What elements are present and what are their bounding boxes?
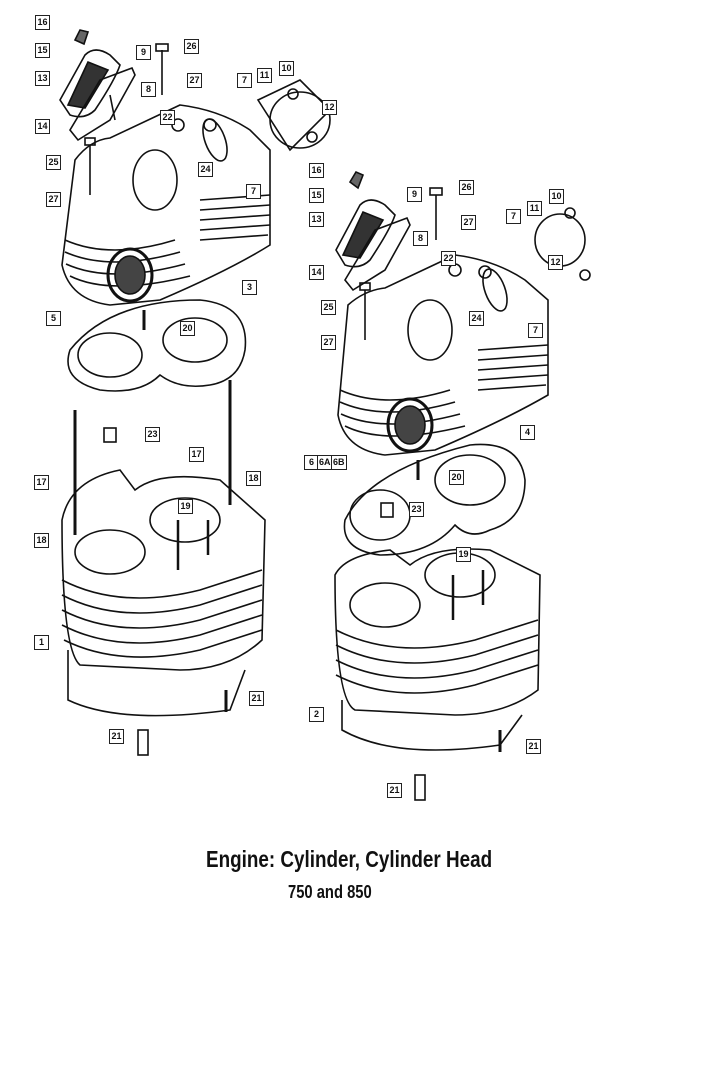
part-label: 26 bbox=[184, 39, 199, 54]
part-label: 8 bbox=[413, 231, 428, 246]
part-label: 20 bbox=[449, 470, 464, 485]
right-rocker-cover bbox=[335, 170, 443, 292]
part-label: 16 bbox=[35, 15, 50, 30]
part-label: 6B bbox=[331, 455, 347, 470]
part-label: 27 bbox=[187, 73, 202, 88]
part-label: 10 bbox=[279, 61, 294, 76]
left-rocker-cover bbox=[59, 29, 169, 142]
part-label: 11 bbox=[527, 201, 542, 216]
right-cylinder-head bbox=[337, 207, 591, 456]
part-label: 20 bbox=[180, 321, 195, 336]
part-label: 9 bbox=[407, 187, 422, 202]
part-label: 16 bbox=[309, 163, 324, 178]
part-label: 27 bbox=[46, 192, 61, 207]
part-label: 3 bbox=[242, 280, 257, 295]
part-label: 5 bbox=[46, 311, 61, 326]
part-label: 12 bbox=[548, 255, 563, 270]
part-label: 21 bbox=[387, 783, 402, 798]
part-label: 23 bbox=[409, 502, 424, 517]
part-label: 14 bbox=[35, 119, 50, 134]
part-label: 12 bbox=[322, 100, 337, 115]
part-label: 17 bbox=[34, 475, 49, 490]
left-head-gasket bbox=[67, 299, 247, 443]
part-label: 9 bbox=[136, 45, 151, 60]
part-label: 1 bbox=[34, 635, 49, 650]
part-label: 22 bbox=[160, 110, 175, 125]
part-label: 4 bbox=[520, 425, 535, 440]
right-cylinder-block bbox=[334, 548, 541, 801]
part-label: 24 bbox=[469, 311, 484, 326]
part-label: 26 bbox=[459, 180, 474, 195]
part-label: 23 bbox=[145, 427, 160, 442]
part-label: 13 bbox=[309, 212, 324, 227]
part-label: 14 bbox=[309, 265, 324, 280]
part-label: 15 bbox=[35, 43, 50, 58]
part-label: 17 bbox=[189, 447, 204, 462]
part-label: 8 bbox=[141, 82, 156, 97]
part-label: 2 bbox=[309, 707, 324, 722]
part-label: 11 bbox=[257, 68, 272, 83]
part-label: 27 bbox=[461, 215, 476, 230]
part-label: 18 bbox=[34, 533, 49, 548]
part-label: 22 bbox=[441, 251, 456, 266]
part-label: 18 bbox=[246, 471, 261, 486]
part-label: 7 bbox=[246, 184, 261, 199]
part-label: 7 bbox=[237, 73, 252, 88]
part-label: 25 bbox=[46, 155, 61, 170]
part-label: 7 bbox=[506, 209, 521, 224]
left-cylinder-head bbox=[61, 79, 332, 306]
part-label: 19 bbox=[178, 499, 193, 514]
part-label: 10 bbox=[549, 189, 564, 204]
part-label: 21 bbox=[249, 691, 264, 706]
diagram-subtitle: 750 and 850 bbox=[288, 882, 372, 902]
part-label: 21 bbox=[526, 739, 541, 754]
part-label: 15 bbox=[309, 188, 324, 203]
part-label: 21 bbox=[109, 729, 124, 744]
left-cylinder-block bbox=[61, 380, 266, 756]
part-label: 7 bbox=[528, 323, 543, 338]
diagram-title: Engine: Cylinder, Cylinder Head bbox=[206, 846, 493, 872]
part-label: 24 bbox=[198, 162, 213, 177]
part-label: 27 bbox=[321, 335, 336, 350]
part-label: 13 bbox=[35, 71, 50, 86]
right-head-gasket bbox=[343, 443, 526, 556]
part-label: 25 bbox=[321, 300, 336, 315]
part-label: 19 bbox=[456, 547, 471, 562]
